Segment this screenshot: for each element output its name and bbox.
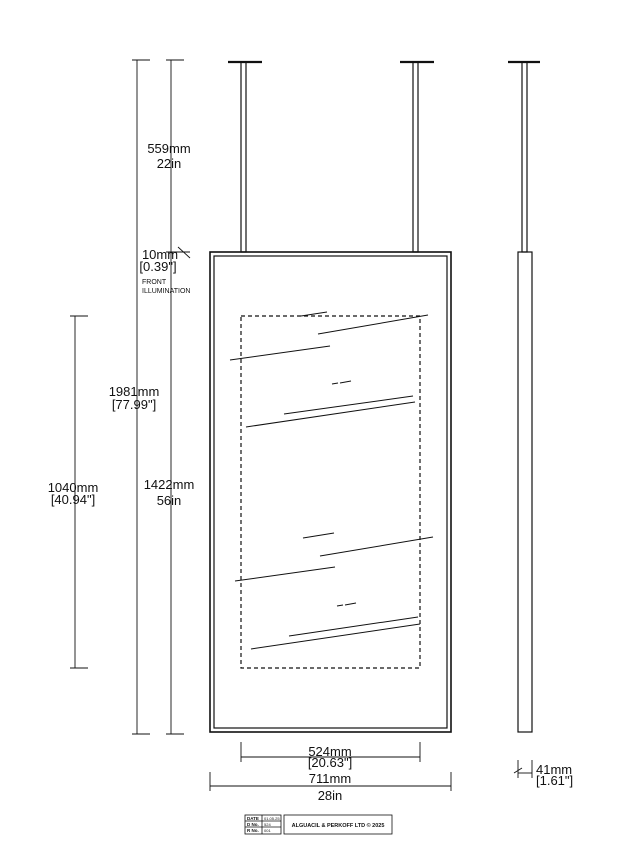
dimension-labels: 559mm 22in 10mm [0.39"] FRONT ILLUMINATI… <box>48 141 573 803</box>
illumination-zone <box>240 315 421 669</box>
mirror-width-mm: 711mm <box>309 771 351 786</box>
mirror-height-mm: 1422mm <box>144 477 195 492</box>
front-illumination-label-2: ILLUMINATION <box>142 288 191 295</box>
frame-thickness-in: [0.39"] <box>139 259 176 274</box>
title-block-text: DATE 01.05.25 D No. 524 R No. 001 ALGUAC… <box>247 816 384 833</box>
illuminated-height-in: [40.94"] <box>51 492 95 507</box>
d-no-label: D No. <box>247 822 259 827</box>
mirror-height-in: 56in <box>157 493 182 508</box>
date-value: 01.05.25 <box>264 816 280 821</box>
depth-mm: 41mm <box>536 762 572 777</box>
depth-in: [1.61"] <box>536 773 573 788</box>
front-illumination-label-1: FRONT <box>142 279 167 286</box>
ceiling-drop-mm: 559mm <box>147 141 190 156</box>
reflection-lines <box>229 311 434 650</box>
ceiling-mount-right <box>400 60 434 253</box>
company-name: ALGUACIL & PERKOFF LTD © 2025 <box>292 822 385 829</box>
frame-thickness-mm: 10mm <box>142 247 178 262</box>
mirror-front-view <box>209 251 452 733</box>
mirror-width-in: 28in <box>318 788 343 803</box>
illuminated-width-in: [20.63"] <box>308 755 352 770</box>
mirror-side-view <box>508 60 540 733</box>
dimension-lines <box>70 59 533 791</box>
date-label: DATE <box>247 816 259 821</box>
overall-height-in: [77.99"] <box>112 397 156 412</box>
ceiling-drop-in: 22in <box>157 156 182 171</box>
ceiling-mount-left <box>228 60 262 253</box>
r-no-label: R No. <box>247 828 259 833</box>
illuminated-height-mm: 1040mm <box>48 480 99 495</box>
d-no-value: 524 <box>264 822 271 827</box>
overall-height-mm: 1981mm <box>109 384 160 399</box>
title-block <box>244 814 393 835</box>
r-no-value: 001 <box>264 828 271 833</box>
illuminated-width-mm: 524mm <box>308 744 351 759</box>
